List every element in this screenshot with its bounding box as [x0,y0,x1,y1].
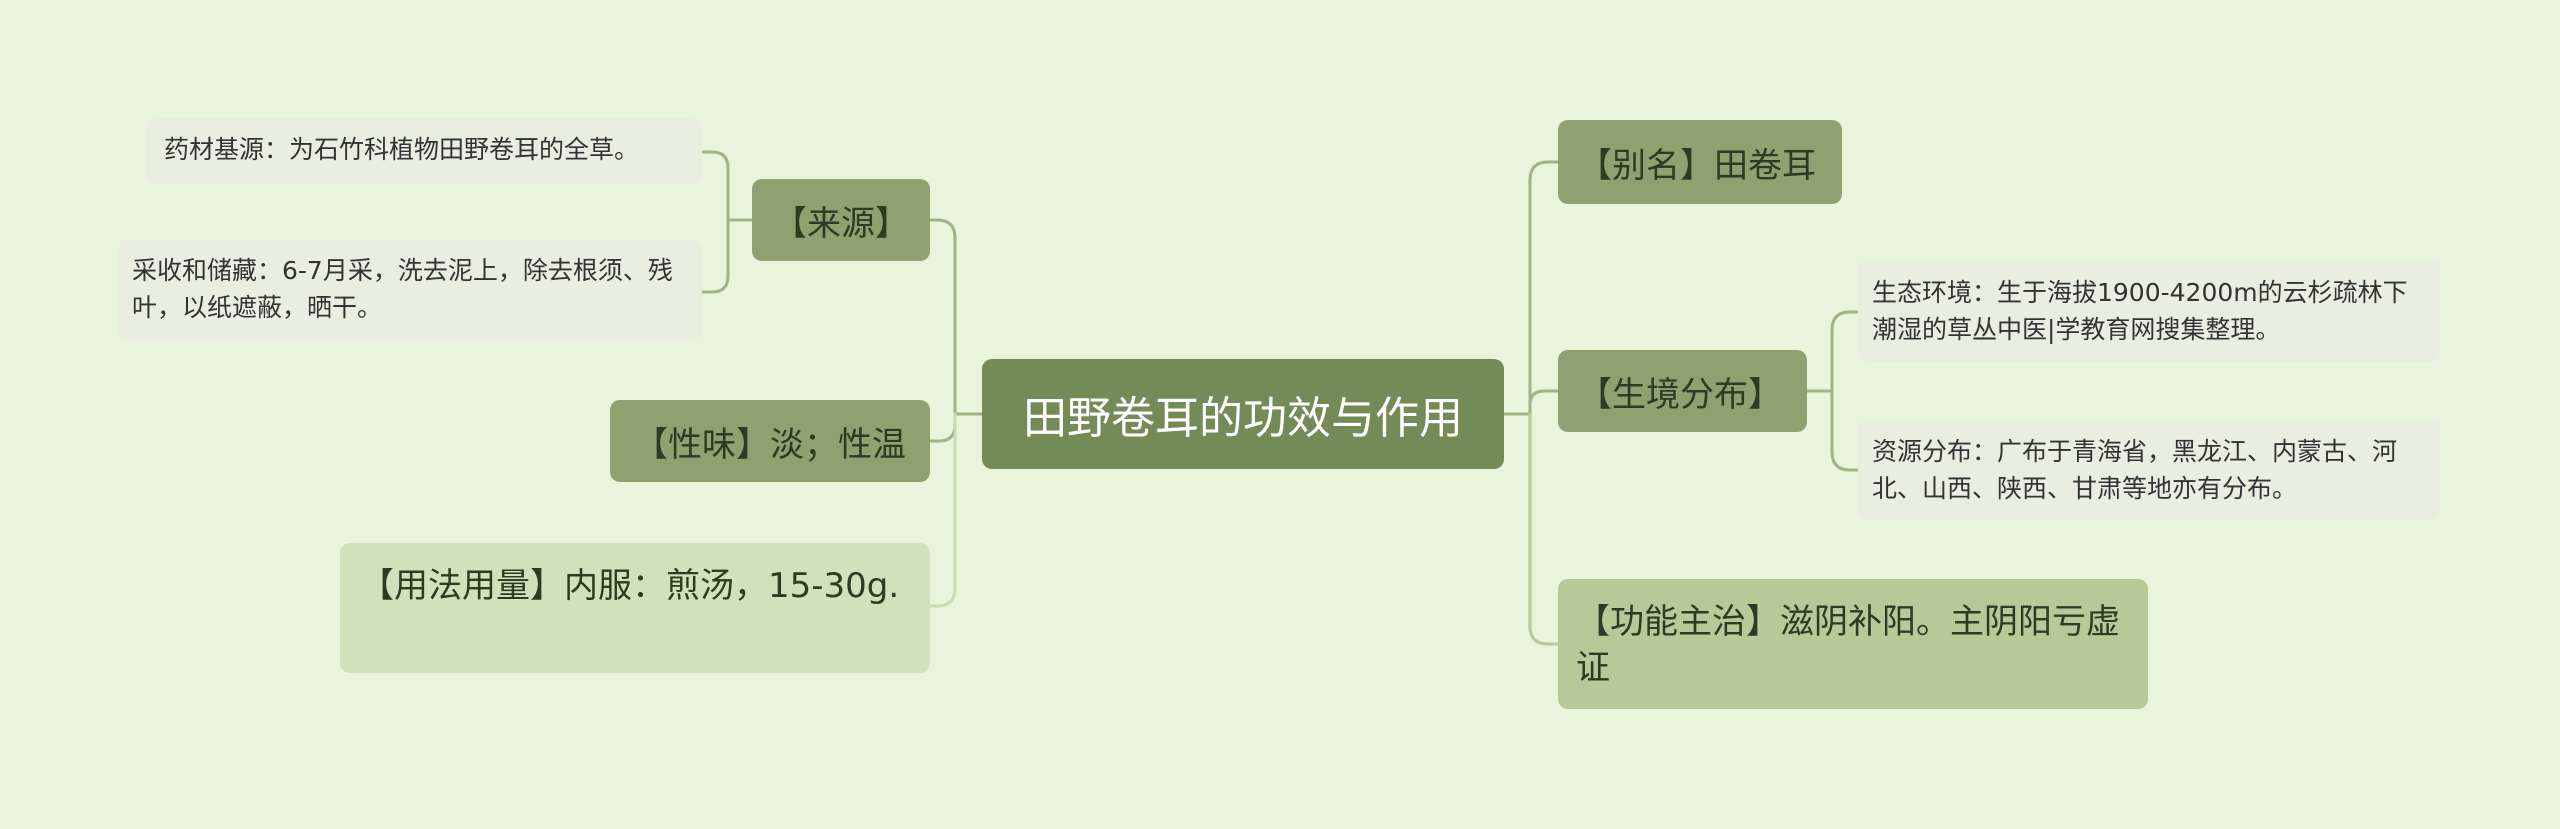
leaf-habitat-environment-label: 生态环境：生于海拔1900-4200m的云杉疏林下潮湿的草丛中医|学教育网搜集整… [1872,278,2408,344]
leaf-source-harvest-label: 采收和储藏：6-7月采，洗去泥上，除去根须、残叶，以纸遮蔽，晒干。 [132,256,673,322]
leaf-source-harvest[interactable]: 采收和储藏：6-7月采，洗去泥上，除去根须、残叶，以纸遮蔽，晒干。 [118,240,702,340]
topic-alias[interactable]: 【别名】田卷耳 [1558,120,1842,204]
topic-nature[interactable]: 【性味】淡；性温 [610,400,930,482]
topic-function[interactable]: 【功能主治】滋阴补阳。主阴阳亏虚证 [1558,579,2148,709]
topic-usage[interactable]: 【用法用量】内服：煎汤，15-30g. [340,543,930,673]
leaf-source-origin[interactable]: 药材基源：为石竹科植物田野卷耳的全草。 [146,118,702,184]
leaf-habitat-distribution[interactable]: 资源分布：广布于青海省，黑龙江、内蒙古、河北、山西、陕西、甘肃等地亦有分布。 [1858,420,2440,520]
leaf-source-origin-label: 药材基源：为石竹科植物田野卷耳的全草。 [164,135,640,164]
topic-usage-label: 【用法用量】内服：煎汤，15-30g. [360,566,900,606]
topic-function-label: 【功能主治】滋阴补阳。主阴阳亏虚证 [1576,602,2120,688]
central-topic[interactable]: 田野卷耳的功效与作用 [982,359,1504,469]
topic-habitat[interactable]: 【生境分布】 [1558,350,1807,432]
topic-source[interactable]: 【来源】 [752,179,930,261]
leaf-habitat-environment[interactable]: 生态环境：生于海拔1900-4200m的云杉疏林下潮湿的草丛中医|学教育网搜集整… [1858,260,2440,362]
topic-habitat-label: 【生境分布】 [1578,374,1782,415]
topic-alias-label: 【别名】田卷耳 [1578,145,1816,186]
leaf-habitat-distribution-label: 资源分布：广布于青海省，黑龙江、内蒙古、河北、山西、陕西、甘肃等地亦有分布。 [1872,437,2398,503]
central-topic-label: 田野卷耳的功效与作用 [1023,393,1463,444]
topic-nature-label: 【性味】淡；性温 [634,424,906,465]
topic-source-label: 【来源】 [773,203,909,244]
